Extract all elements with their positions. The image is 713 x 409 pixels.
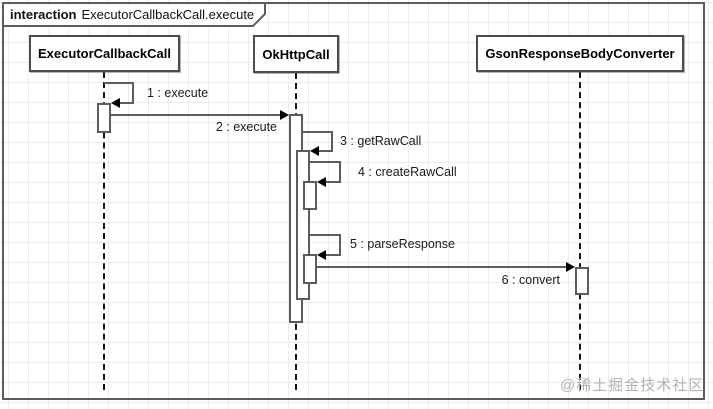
- arrowhead: [317, 177, 326, 187]
- frame-keyword: interaction: [10, 7, 77, 22]
- frame-title: interaction ExecutorCallbackCall.execute: [10, 7, 254, 22]
- message-label: 5 : parseResponse: [350, 237, 455, 251]
- lifeline-gsonresponsebodyconverter: [579, 72, 581, 390]
- message-label: 1 : execute: [147, 86, 209, 100]
- message-line: [318, 150, 333, 152]
- interaction-frame: [2, 2, 705, 400]
- arrowhead: [317, 250, 326, 260]
- message-line: [132, 82, 134, 104]
- participant-label: ExecutorCallbackCall: [38, 46, 171, 61]
- participant-okhttpcall: OkHttpCall: [253, 35, 339, 73]
- arrowhead: [310, 146, 319, 156]
- message-label: 4 : createRawCall: [358, 165, 457, 179]
- message-label: 2 : execute: [215, 120, 277, 134]
- message-line: [317, 266, 566, 268]
- arrowhead: [280, 110, 289, 120]
- message-line: [326, 181, 341, 183]
- message-line: [104, 82, 134, 84]
- frame-label-pentagon: [2, 2, 266, 27]
- participant-executorcallbackcall: ExecutorCallbackCall: [29, 35, 180, 72]
- message-line: [310, 234, 341, 236]
- message-label: 3 : getRawCall: [340, 134, 422, 148]
- message-line: [326, 254, 341, 256]
- arrowhead: [566, 262, 575, 272]
- message-line: [119, 102, 134, 104]
- message-line: [339, 161, 341, 183]
- message-line: [310, 161, 341, 163]
- participant-gsonresponsebodyconverter: GsonResponseBodyConverter: [476, 35, 684, 72]
- message-line: [331, 131, 333, 152]
- message-label: 6 : convert: [501, 273, 560, 287]
- message-line: [303, 131, 333, 133]
- activation-okhttpcall-createrawcall: [303, 181, 317, 210]
- activation-gsonresponsebodyconverter: [575, 267, 589, 295]
- activation-executorcallbackcall: [97, 103, 111, 133]
- participant-label: OkHttpCall: [262, 46, 330, 62]
- activation-okhttpcall-parseresponse: [303, 254, 317, 284]
- message-line: [339, 234, 341, 256]
- lifeline-executorcallbackcall: [103, 72, 105, 390]
- arrowhead: [111, 98, 120, 108]
- frame-title-text: ExecutorCallbackCall.execute: [81, 7, 255, 22]
- participant-label: GsonResponseBodyConverter: [485, 46, 675, 61]
- watermark: @稀土掘金技术社区: [560, 377, 705, 394]
- message-line: [111, 114, 281, 116]
